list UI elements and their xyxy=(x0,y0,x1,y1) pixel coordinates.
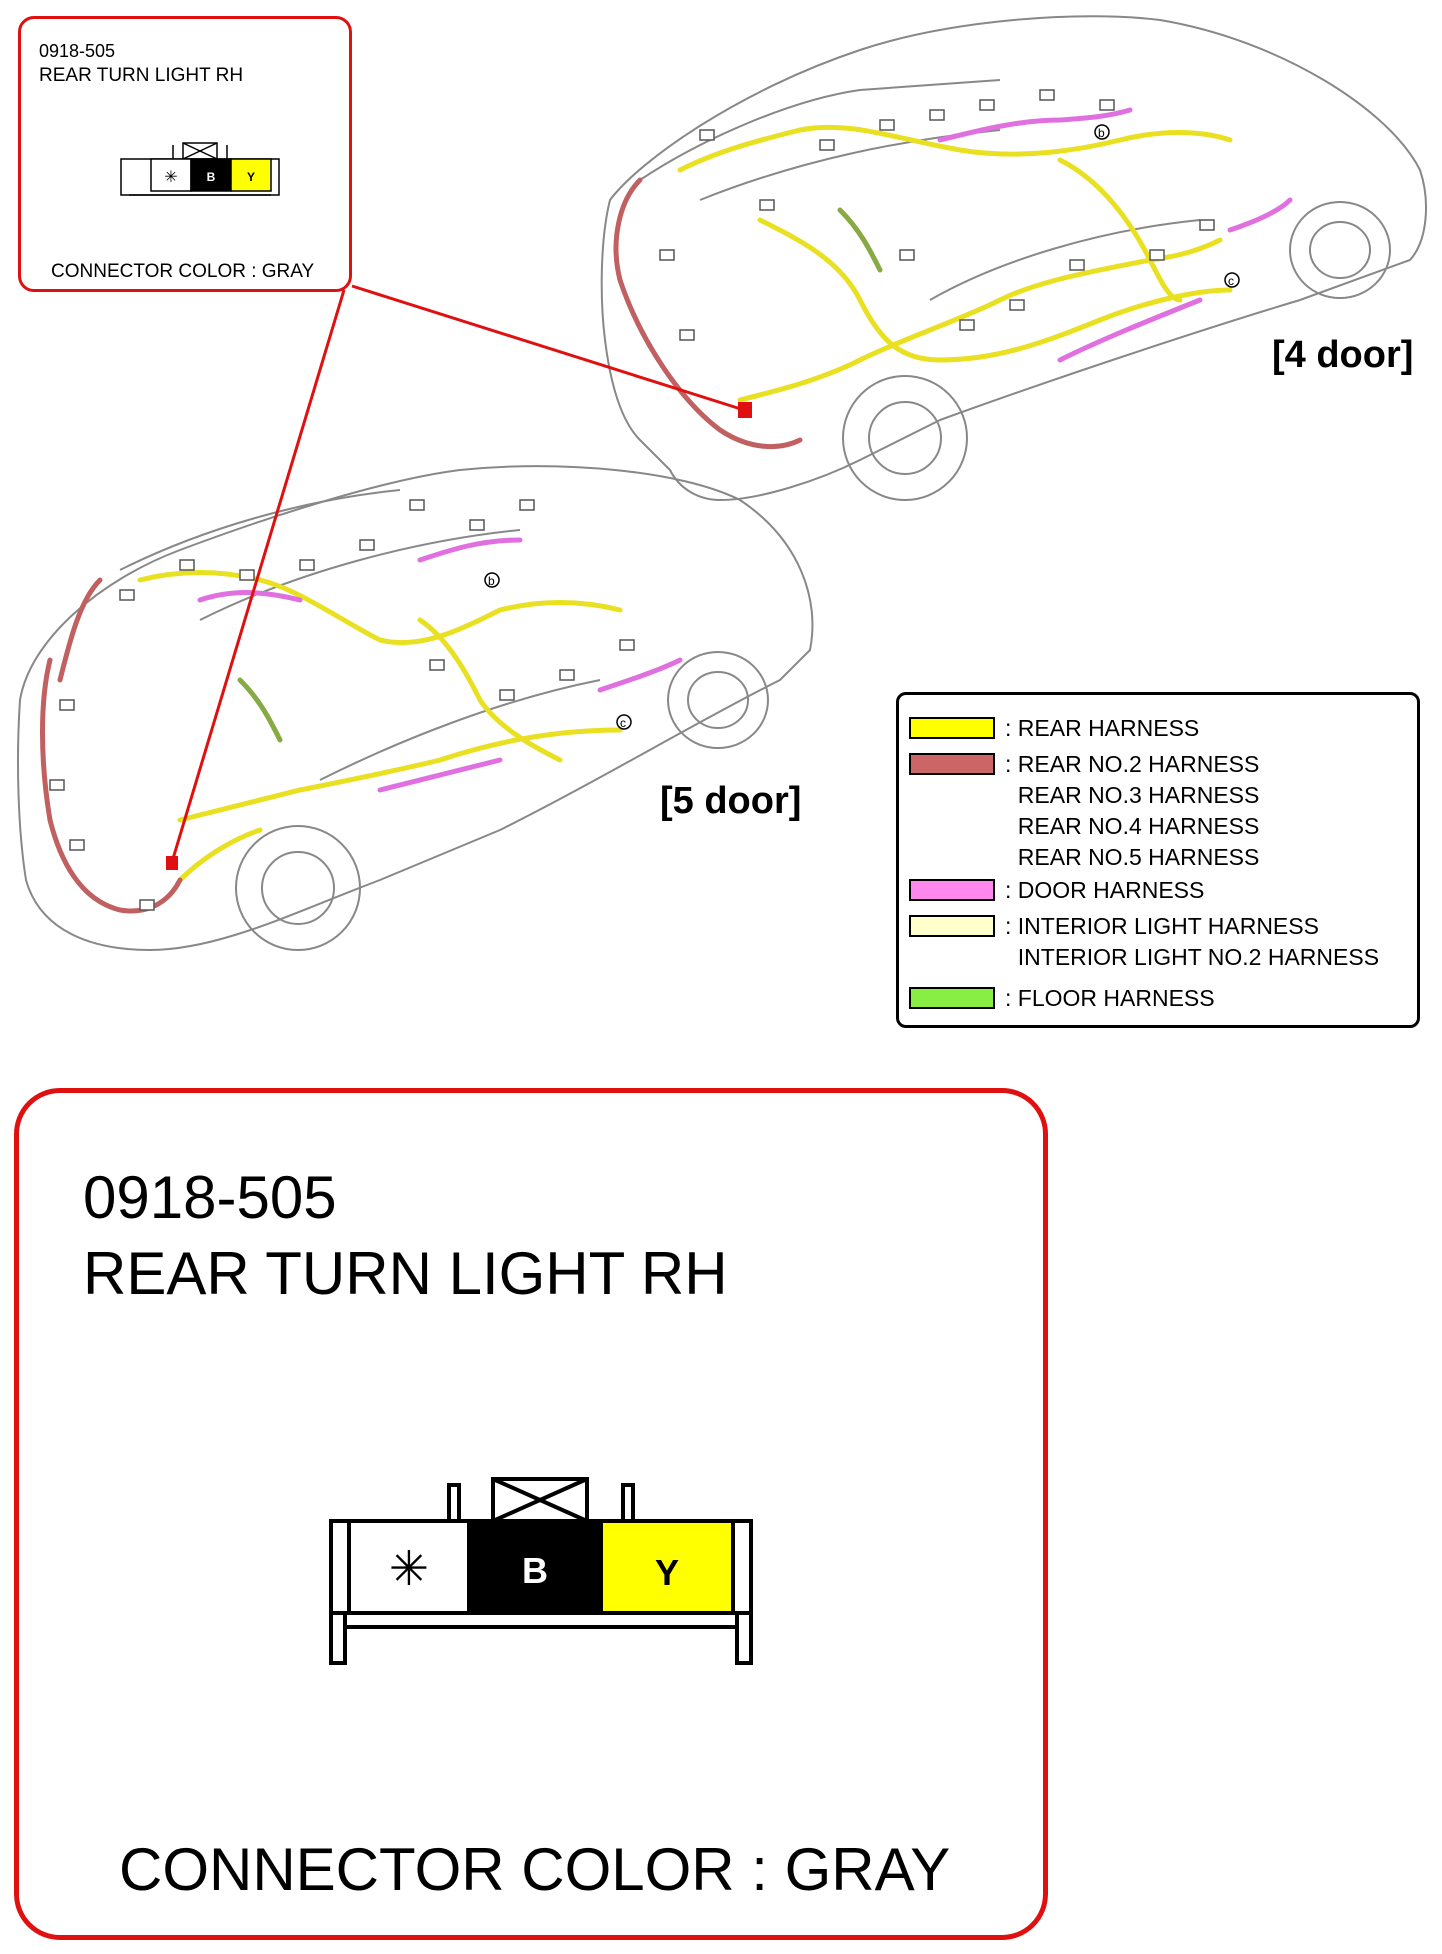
legend-item-door: : DOOR HARNESS xyxy=(909,875,1204,906)
large-connector-diagram: ✳ B Y xyxy=(329,1477,753,1665)
point-c-5door-label: c xyxy=(620,716,626,730)
large-connector-callout: 0918-505 REAR TURN LIGHT RH ✳ B Y CONNEC… xyxy=(14,1088,1048,1940)
large-terminal-1-label: ✳ xyxy=(389,1541,429,1597)
large-connector-color: CONNECTOR COLOR : GRAY xyxy=(119,1836,951,1903)
small-connector-code: 0918-505 xyxy=(39,41,116,61)
small-connector-color: CONNECTOR COLOR : GRAY xyxy=(51,261,315,282)
legend-label-rear-no5: REAR NO.5 HARNESS xyxy=(1005,844,1260,870)
small-terminal-1-label: ✳ xyxy=(164,167,177,186)
connector-location-5door xyxy=(166,856,178,870)
legend-swatch-door xyxy=(909,879,995,901)
four-door-connectors xyxy=(659,89,1215,341)
small-connector-diagram: ✳ B Y xyxy=(120,142,280,196)
five-door-car xyxy=(17,465,814,952)
four-door-label: [4 door] xyxy=(1272,334,1414,376)
point-b-4door-label: b xyxy=(1098,126,1105,140)
five-door-label: [5 door] xyxy=(660,780,802,822)
small-connector-callout: 0918-505 REAR TURN LIGHT RH ✳ B Y CONNEC… xyxy=(18,16,352,292)
small-terminal-2-label: B xyxy=(207,170,216,184)
point-b-5door xyxy=(484,572,500,588)
legend-swatch-floor xyxy=(909,987,995,1009)
leader-line-4door xyxy=(351,284,745,412)
harness-legend: : REAR HARNESS : REAR NO.2 HARNESS REAR … xyxy=(896,692,1420,1028)
point-c-5door xyxy=(616,714,632,730)
large-terminal-3-label: Y xyxy=(655,1552,679,1593)
point-b-4door xyxy=(1094,124,1110,140)
legend-label-interior-light-no2: INTERIOR LIGHT NO.2 HARNESS xyxy=(1005,944,1380,970)
leader-line-5door xyxy=(170,289,346,863)
legend-swatch-interior-light xyxy=(909,915,995,937)
legend-label-floor: : FLOOR HARNESS xyxy=(1005,985,1215,1011)
legend-label-door: : DOOR HARNESS xyxy=(1005,877,1205,903)
four-door-car xyxy=(600,15,1427,502)
legend-item-interior-light: : INTERIOR LIGHT HARNESS INTERIOR LIGHT … xyxy=(909,911,1379,973)
small-connector-name: REAR TURN LIGHT RH xyxy=(39,65,244,86)
five-door-harness xyxy=(40,537,683,914)
legend-swatch-rear-no2 xyxy=(909,753,995,775)
legend-item-floor: : FLOOR HARNESS xyxy=(909,983,1215,1014)
legend-label-rear-no3: REAR NO.3 HARNESS xyxy=(1005,782,1260,808)
point-c-4door-label: c xyxy=(1228,274,1234,288)
large-terminal-2-label: B xyxy=(522,1550,548,1591)
large-connector-name: REAR TURN LIGHT RH xyxy=(83,1240,728,1307)
legend-item-rear-no2: : REAR NO.2 HARNESS REAR NO.3 HARNESS RE… xyxy=(909,749,1259,873)
five-door-connectors xyxy=(49,499,635,911)
legend-label-rear-no4: REAR NO.4 HARNESS xyxy=(1005,813,1260,839)
legend-label-rear-no2: : REAR NO.2 HARNESS xyxy=(1005,751,1260,777)
legend-label-rear: : REAR HARNESS xyxy=(1005,715,1200,741)
large-connector-code: 0918-505 xyxy=(83,1164,337,1231)
small-terminal-3-label: Y xyxy=(247,170,255,184)
four-door-harness xyxy=(613,107,1293,450)
connector-location-4door xyxy=(738,402,752,418)
legend-swatch-rear xyxy=(909,717,995,739)
legend-label-interior-light: : INTERIOR LIGHT HARNESS xyxy=(1005,913,1319,939)
point-c-4door xyxy=(1224,272,1240,288)
point-b-5door-label: b xyxy=(488,574,495,588)
legend-item-rear: : REAR HARNESS xyxy=(909,713,1199,744)
